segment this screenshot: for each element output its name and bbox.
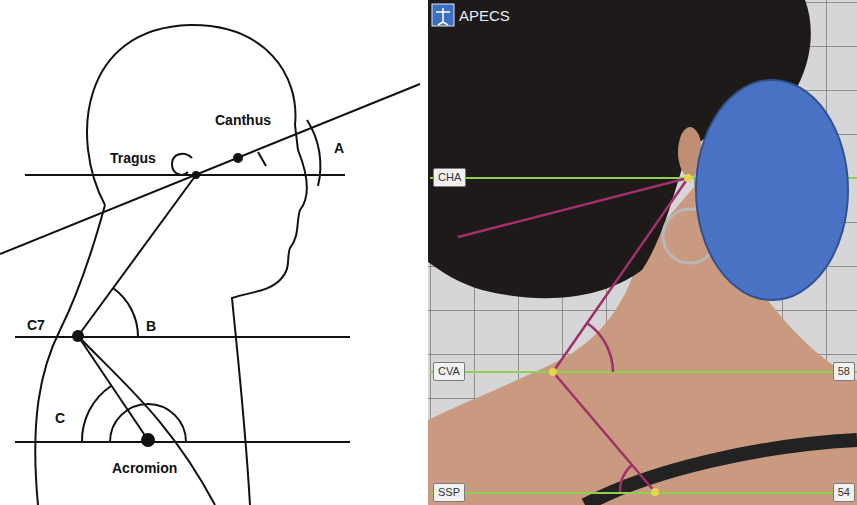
posture-drawing — [0, 25, 420, 505]
angle-lines — [458, 178, 688, 492]
tag-text: 54 — [838, 486, 850, 498]
tragus-point — [684, 174, 692, 182]
canthus-dot — [233, 153, 243, 163]
photo — [428, 0, 857, 505]
face-cover — [696, 80, 848, 300]
strap — [585, 440, 857, 505]
ssp-line — [430, 492, 857, 494]
measure-tag: CHA — [433, 168, 466, 187]
cva-arc — [587, 323, 613, 372]
landmark-label: C7 — [27, 317, 45, 333]
landmark-label: A — [334, 140, 344, 156]
app-icon-figure — [436, 8, 450, 25]
measure-tag: SSP — [433, 483, 465, 502]
tragus-symbol — [172, 154, 192, 175]
angle-a-arc — [307, 120, 320, 186]
landmark-label: B — [146, 318, 156, 334]
cva-line — [430, 371, 857, 373]
acromion-point — [651, 488, 659, 496]
shoulder-line — [553, 372, 655, 492]
c7-dot — [72, 330, 84, 342]
landmark-dots — [72, 153, 243, 447]
c7-horizontal — [15, 336, 350, 338]
eye-tragus-line — [0, 84, 420, 254]
neck-back-outline — [35, 205, 105, 505]
tag-text: CVA — [438, 365, 460, 377]
measure-tag: CVA — [433, 362, 465, 381]
photo-dots — [549, 174, 692, 496]
c7-acromion-line — [78, 336, 148, 440]
landmark-label: Acromion — [112, 460, 177, 476]
canthus-angle-mark — [258, 152, 266, 166]
grid — [428, 0, 857, 505]
ssp-arc — [620, 465, 632, 492]
tag-text: 58 — [838, 365, 850, 377]
neck-lower-line — [78, 336, 215, 505]
landmark-label: C — [55, 410, 65, 426]
acromion-dot — [141, 433, 155, 447]
measure-tag: 58 — [833, 362, 855, 381]
acromion-horizontal — [15, 441, 350, 443]
app-icon — [432, 4, 454, 26]
angle-b-arc — [113, 288, 138, 337]
tragus-dot — [192, 171, 200, 179]
tag-text: SSP — [438, 486, 460, 498]
neck-line — [553, 178, 688, 372]
landmark-label: Canthus — [215, 112, 271, 128]
c7-tragus-line — [78, 175, 196, 336]
head-outline — [87, 25, 307, 505]
angle-c-arc — [82, 386, 111, 442]
wall — [428, 0, 857, 505]
tag-text: CHA — [438, 171, 461, 183]
measure-tag: 54 — [833, 483, 855, 502]
app-name: APECS — [459, 8, 510, 24]
landmark-label: Tragus — [110, 150, 156, 166]
c7-point — [549, 368, 557, 376]
